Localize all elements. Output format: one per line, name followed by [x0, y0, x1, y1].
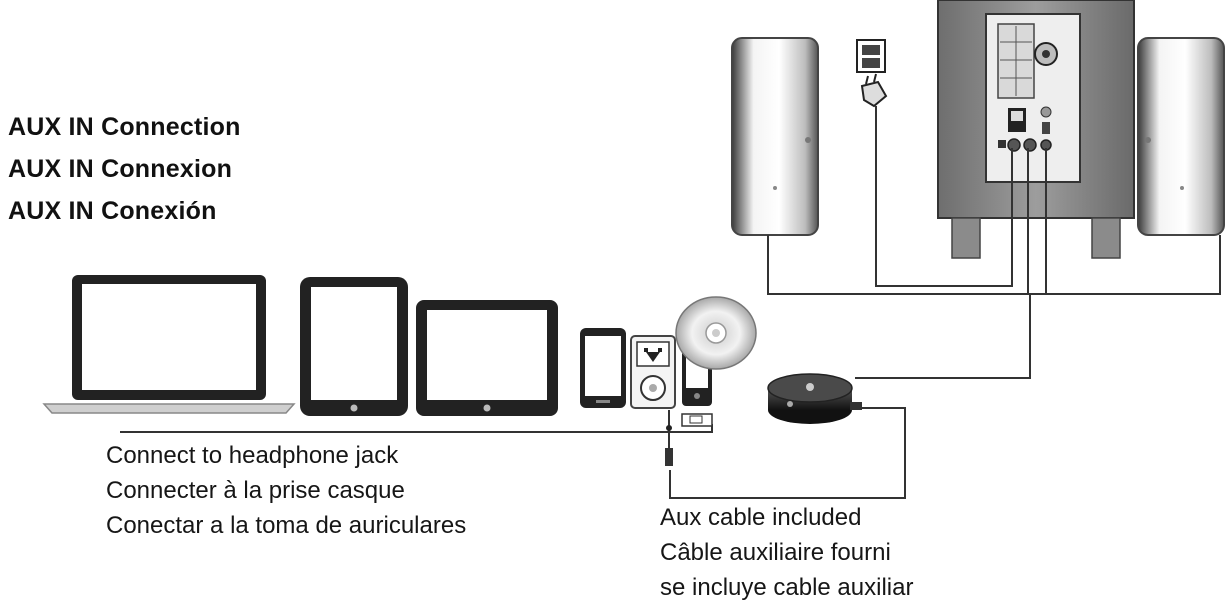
power-outlet-icon [856, 39, 886, 73]
cable-note-french: Câble auxiliaire fourni [660, 539, 891, 566]
tablet-landscape-icon [416, 300, 558, 416]
heading-english: AUX IN Connection [8, 113, 241, 141]
right-speaker-icon [1137, 37, 1225, 236]
control-pod-icon [767, 373, 862, 424]
headphone-note-english: Connect to headphone jack [106, 442, 399, 469]
headphone-note-french: Connecter à la prise casque [106, 477, 405, 504]
left-speaker-icon [731, 37, 819, 236]
subwoofer-icon [937, 0, 1135, 259]
heading-spanish: AUX IN Conexión [8, 197, 217, 225]
tablet-icon [300, 277, 408, 416]
smartphone-icon [580, 328, 626, 408]
power-plug-icon [860, 73, 888, 108]
headphone-plug-icon [665, 425, 673, 466]
cable-note-english: Aux cable included [660, 504, 862, 531]
headphone-note-spanish: Conectar a la toma de auriculares [106, 512, 467, 539]
laptop-icon [42, 275, 296, 414]
heading-french: AUX IN Connexion [8, 155, 233, 183]
mp3-player-icon [630, 335, 676, 409]
cable-note-spanish: se incluye cable auxiliar [660, 574, 914, 601]
cd-icon [675, 296, 757, 370]
